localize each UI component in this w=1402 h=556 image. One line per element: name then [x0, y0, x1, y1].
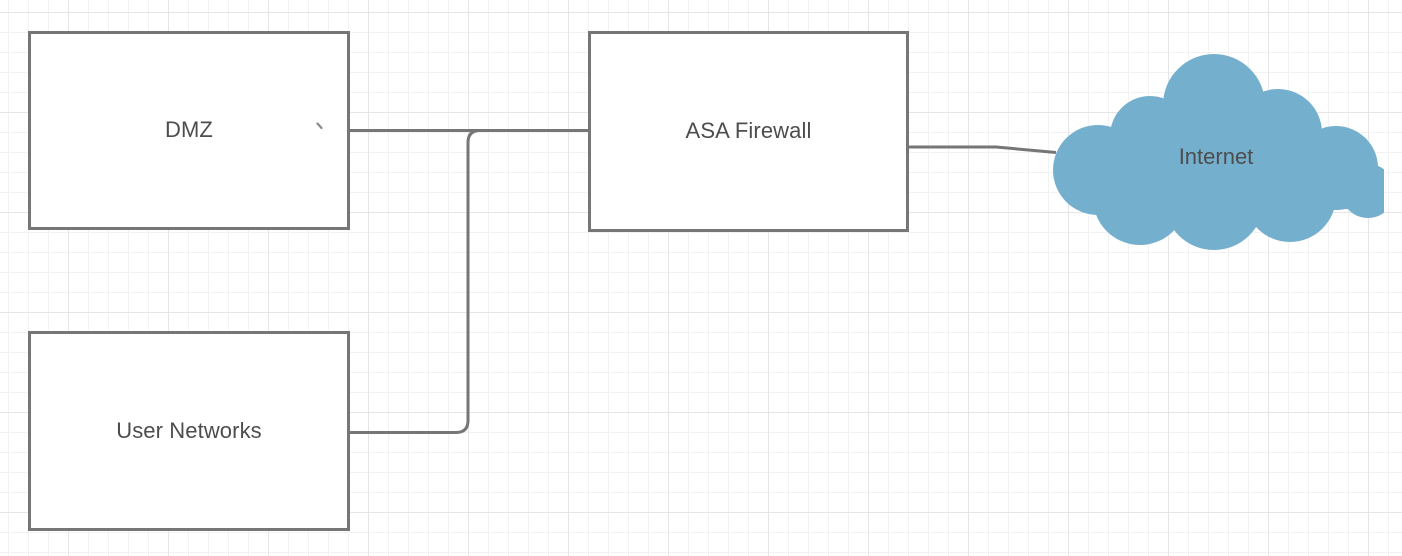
- cloud-icon: [1053, 54, 1384, 250]
- node-asa-firewall[interactable]: ASA Firewall: [588, 31, 909, 232]
- node-user-networks-label: User Networks: [116, 417, 262, 443]
- edge-asa-to-internet[interactable]: [909, 145, 1057, 154]
- edge-user-networks-to-asa[interactable]: [350, 129, 588, 434]
- node-dmz[interactable]: DMZ: [28, 31, 350, 230]
- node-dmz-label: DMZ: [165, 117, 213, 143]
- node-user-networks[interactable]: User Networks: [28, 331, 350, 531]
- node-internet[interactable]: Internet: [1044, 48, 1384, 252]
- node-asa-firewall-label: ASA Firewall: [685, 118, 812, 144]
